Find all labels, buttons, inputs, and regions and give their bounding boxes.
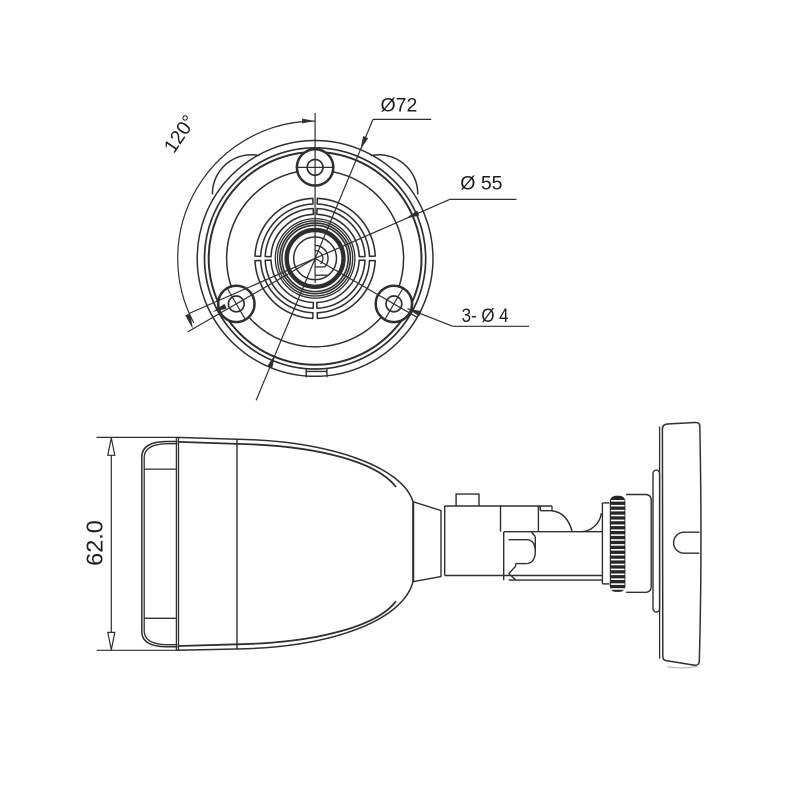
svg-text:3- Ø 4: 3- Ø 4 [462,305,509,327]
svg-text:62.0: 62.0 [82,520,108,566]
svg-text:Ø72: Ø72 [380,95,417,117]
svg-text:Ø 55: Ø 55 [460,173,502,195]
